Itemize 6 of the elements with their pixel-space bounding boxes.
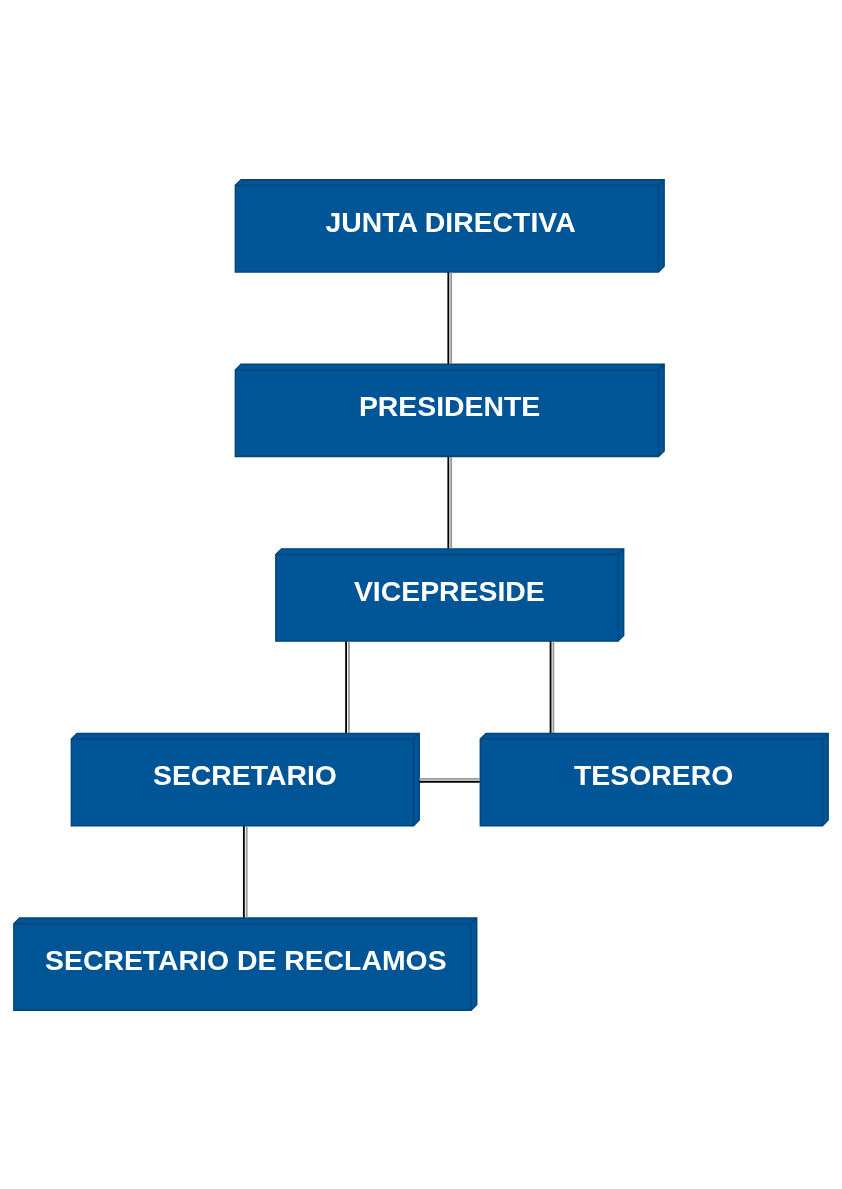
connector xyxy=(447,270,453,365)
connector xyxy=(345,640,350,734)
connector xyxy=(447,455,453,549)
connector xyxy=(549,640,555,734)
connector xyxy=(242,824,248,919)
connector xyxy=(418,777,481,783)
